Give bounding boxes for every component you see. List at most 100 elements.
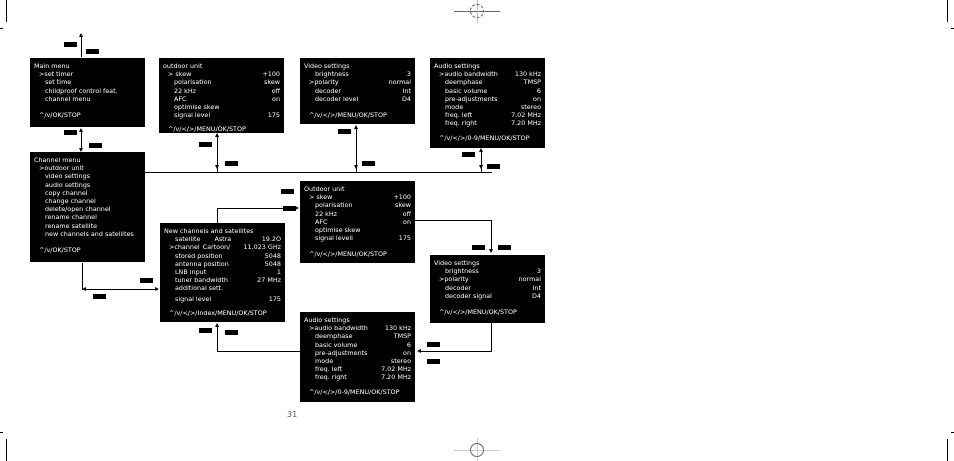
nav-hint: ^/v/</>/MENU/OK/STOP bbox=[439, 308, 517, 317]
setting-row[interactable]: optimise skew bbox=[174, 103, 220, 112]
menu-item[interactable]: >outdoor unit bbox=[39, 164, 84, 173]
connector-line bbox=[145, 172, 492, 173]
menu-item[interactable]: audio settings bbox=[45, 180, 91, 189]
setting-row[interactable]: > skew+100 bbox=[309, 193, 411, 202]
connector-line bbox=[82, 263, 83, 290]
menu-item[interactable]: video settings bbox=[45, 172, 90, 181]
main-menu-screen: Main menu >set timer set time childproof… bbox=[30, 58, 145, 127]
menu-item[interactable]: new channels and satellites bbox=[45, 229, 134, 238]
menu-item[interactable]: rename satellite bbox=[45, 221, 98, 230]
nav-hint: ^/v/</>/MENU/OK/STOP bbox=[168, 125, 246, 134]
arrow-down-icon bbox=[479, 165, 483, 169]
menu-item[interactable]: childproof control feat. bbox=[45, 86, 118, 95]
remote-key-icon bbox=[281, 189, 294, 194]
crop-mark bbox=[6, 439, 7, 461]
setting-row[interactable]: optimise skew bbox=[315, 226, 361, 235]
remote-key-icon bbox=[225, 330, 238, 335]
menu-item[interactable]: copy channel bbox=[45, 188, 88, 197]
selector-icon: > bbox=[39, 70, 45, 79]
arrow-up-icon bbox=[354, 125, 358, 129]
menu-item[interactable]: >set timer bbox=[39, 70, 74, 79]
menu-item[interactable]: set time bbox=[45, 78, 72, 87]
screen-title: Audio settings bbox=[434, 62, 480, 70]
menu-item[interactable]: channel menu bbox=[45, 94, 91, 103]
remote-key-icon bbox=[427, 359, 440, 364]
remote-key-icon bbox=[462, 152, 475, 157]
remote-key-icon bbox=[89, 143, 102, 148]
nav-hint: ^/v/OK/STOP bbox=[39, 246, 81, 255]
remote-key-icon bbox=[199, 142, 212, 147]
remote-key-icon bbox=[283, 206, 296, 211]
connector-line bbox=[356, 127, 357, 172]
remote-key-icon bbox=[362, 161, 375, 166]
page-number: 31 bbox=[287, 410, 298, 419]
arrow-left-icon bbox=[417, 349, 421, 353]
setting-row[interactable]: > skew+100 bbox=[168, 70, 280, 79]
crop-mark bbox=[0, 432, 3, 433]
screen-title: outdoor unit bbox=[163, 62, 203, 70]
remote-key-icon bbox=[472, 245, 485, 250]
nav-hint: ^/v/OK/STOP bbox=[39, 111, 81, 120]
connector-line bbox=[217, 351, 300, 352]
crop-mark bbox=[951, 28, 954, 29]
crop-mark bbox=[947, 0, 948, 22]
arrow-down-icon bbox=[489, 249, 493, 253]
menu-item[interactable]: rename channel bbox=[45, 213, 97, 222]
nav-hint: ^/v/</>/Index/MENU/OK/STOP bbox=[169, 308, 267, 317]
menu-item[interactable]: delete/open channel bbox=[45, 205, 111, 214]
connector-line bbox=[217, 135, 218, 172]
arrow-down-icon bbox=[79, 148, 83, 152]
setting-row[interactable]: additional sett. bbox=[175, 284, 224, 293]
remote-key-icon bbox=[487, 164, 500, 169]
connector-line bbox=[491, 220, 492, 250]
connector-line bbox=[481, 150, 482, 172]
arrow-down-icon bbox=[354, 165, 358, 169]
nav-hint: ^/v/</>/MENU/OK/STOP bbox=[309, 250, 387, 259]
screen-title: Audio settings bbox=[304, 316, 350, 324]
menu-item[interactable]: change channel bbox=[45, 197, 96, 206]
arrow-up-icon bbox=[479, 148, 483, 152]
crop-mark bbox=[0, 28, 3, 29]
